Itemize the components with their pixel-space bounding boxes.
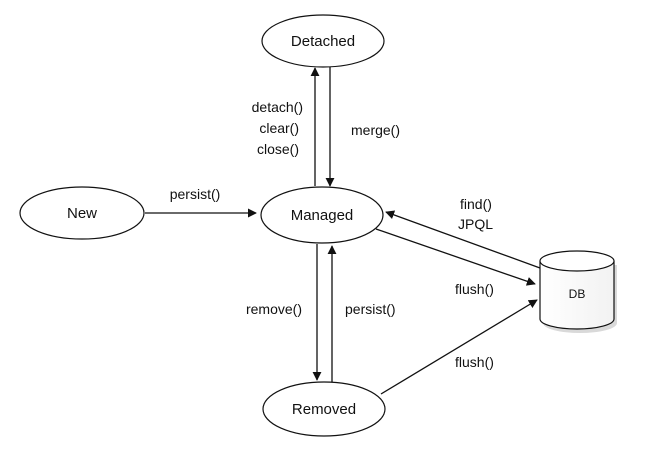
edge-managed-to-db — [375, 228, 536, 286]
label-remove: remove() — [246, 301, 302, 317]
node-db: DB — [539, 250, 617, 333]
node-detached-label: Detached — [291, 33, 355, 50]
label-detach: detach() — [252, 99, 303, 115]
label-find: find() — [460, 196, 492, 212]
label-merge: merge() — [351, 122, 400, 138]
node-managed: Managed — [260, 186, 384, 244]
node-removed: Removed — [262, 381, 386, 437]
label-close: close() — [257, 141, 299, 157]
node-managed-label: Managed — [291, 207, 354, 224]
node-new-label: New — [67, 205, 97, 222]
node-detached: Detached — [261, 14, 385, 68]
node-new: New — [19, 186, 145, 240]
label-clear: clear() — [259, 120, 299, 136]
label-jpql: JPQL — [458, 216, 493, 232]
node-db-label: DB — [569, 287, 586, 301]
node-removed-label: Removed — [292, 401, 356, 418]
label-flush-removed: flush() — [455, 354, 494, 370]
edge-db-to-managed — [385, 210, 541, 269]
label-flush-managed: flush() — [455, 281, 494, 297]
edge-removed-to-db — [380, 299, 538, 395]
label-persist-from-removed: persist() — [345, 301, 396, 317]
label-new-to-managed: persist() — [170, 186, 221, 202]
